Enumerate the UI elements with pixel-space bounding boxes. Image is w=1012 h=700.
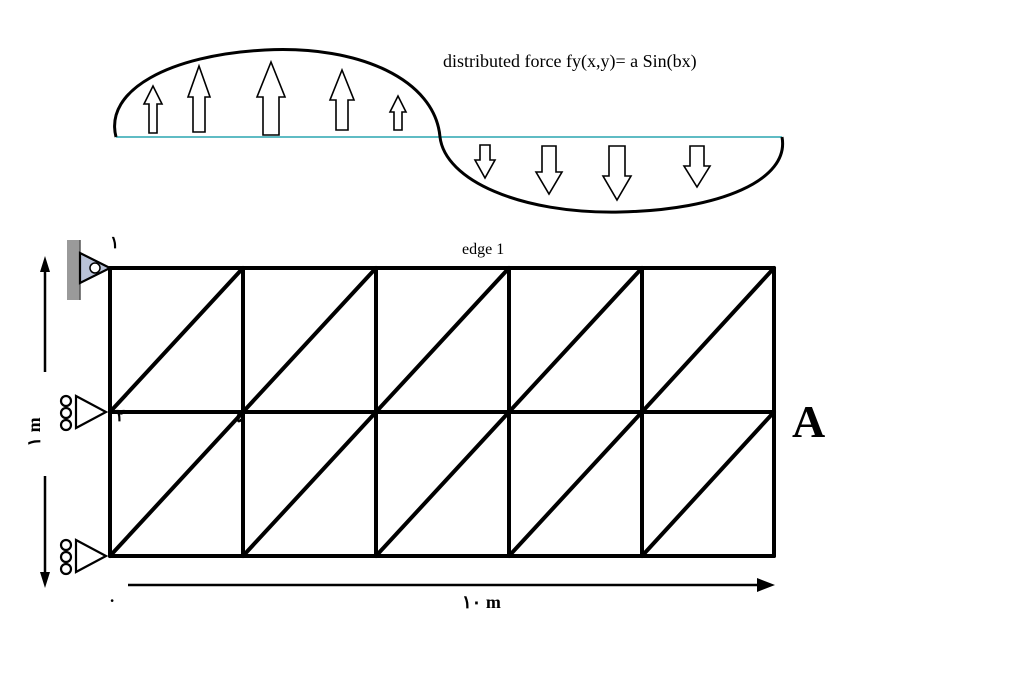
distributed-load-diagram: distributed force fy(x,y)= a Sin(bx) [113, 48, 785, 214]
truss: edge 1 A [108, 241, 825, 558]
roller-wheel-1 [59, 538, 73, 552]
diagonal-upper-4 [507, 266, 644, 414]
diagonal-upper-3 [374, 266, 511, 414]
width-arrowhead-right [757, 578, 775, 592]
node-label-top-left: ١ [110, 233, 119, 252]
roller-triangle [74, 394, 109, 430]
up-arrow-4 [328, 67, 356, 131]
load-label: distributed force fy(x,y)= a Sin(bx) [443, 51, 697, 72]
pin-support-top [67, 240, 113, 300]
up-arrow-5 [388, 94, 408, 131]
node-label-mid-interior: ۵ [236, 407, 245, 426]
down-arrow-1 [473, 144, 497, 180]
load-curve-positive [113, 48, 442, 138]
width-label: ١٠ m [462, 592, 501, 612]
height-label: ١ m [24, 417, 44, 446]
height-arrowhead-up [40, 256, 50, 272]
support-wall [67, 240, 80, 300]
roller-wheel-2 [59, 406, 73, 420]
diagonal-lower-2 [241, 410, 378, 558]
diagonal-lower-4 [507, 410, 644, 558]
roller-wheel-1 [59, 394, 73, 408]
down-arrow-4 [682, 145, 712, 189]
roller-support-middle [59, 394, 109, 432]
down-arrow-3 [601, 145, 633, 202]
node-label-mid-left: ٢ [116, 406, 125, 425]
diagonal-upper-1 [108, 266, 245, 414]
node-label-bottom-left: . [110, 587, 114, 606]
diagonal-upper-2 [241, 266, 378, 414]
height-dimension: ١ m [24, 256, 50, 588]
edge-label: edge 1 [462, 241, 504, 258]
diagonal-upper-5 [640, 266, 776, 414]
width-dimension: ١٠ m [128, 578, 775, 612]
roller-wheel-2 [59, 550, 73, 564]
diagonal-lower-3 [374, 410, 511, 558]
roller-support-bottom [59, 538, 109, 576]
load-curve-negative [438, 136, 785, 214]
diagonal-lower-5 [640, 410, 776, 558]
up-arrow-2 [186, 63, 212, 133]
height-arrowhead-down [40, 572, 50, 588]
up-arrow-1 [142, 84, 164, 134]
roller-triangle [74, 538, 109, 574]
point-a-label: A [792, 396, 825, 447]
roller-wheel-3 [59, 418, 73, 432]
up-arrow-3 [255, 59, 287, 136]
down-arrow-2 [534, 145, 564, 196]
pin-circle [89, 262, 101, 274]
diagonal-lower-1 [108, 410, 245, 558]
roller-wheel-3 [59, 562, 73, 576]
